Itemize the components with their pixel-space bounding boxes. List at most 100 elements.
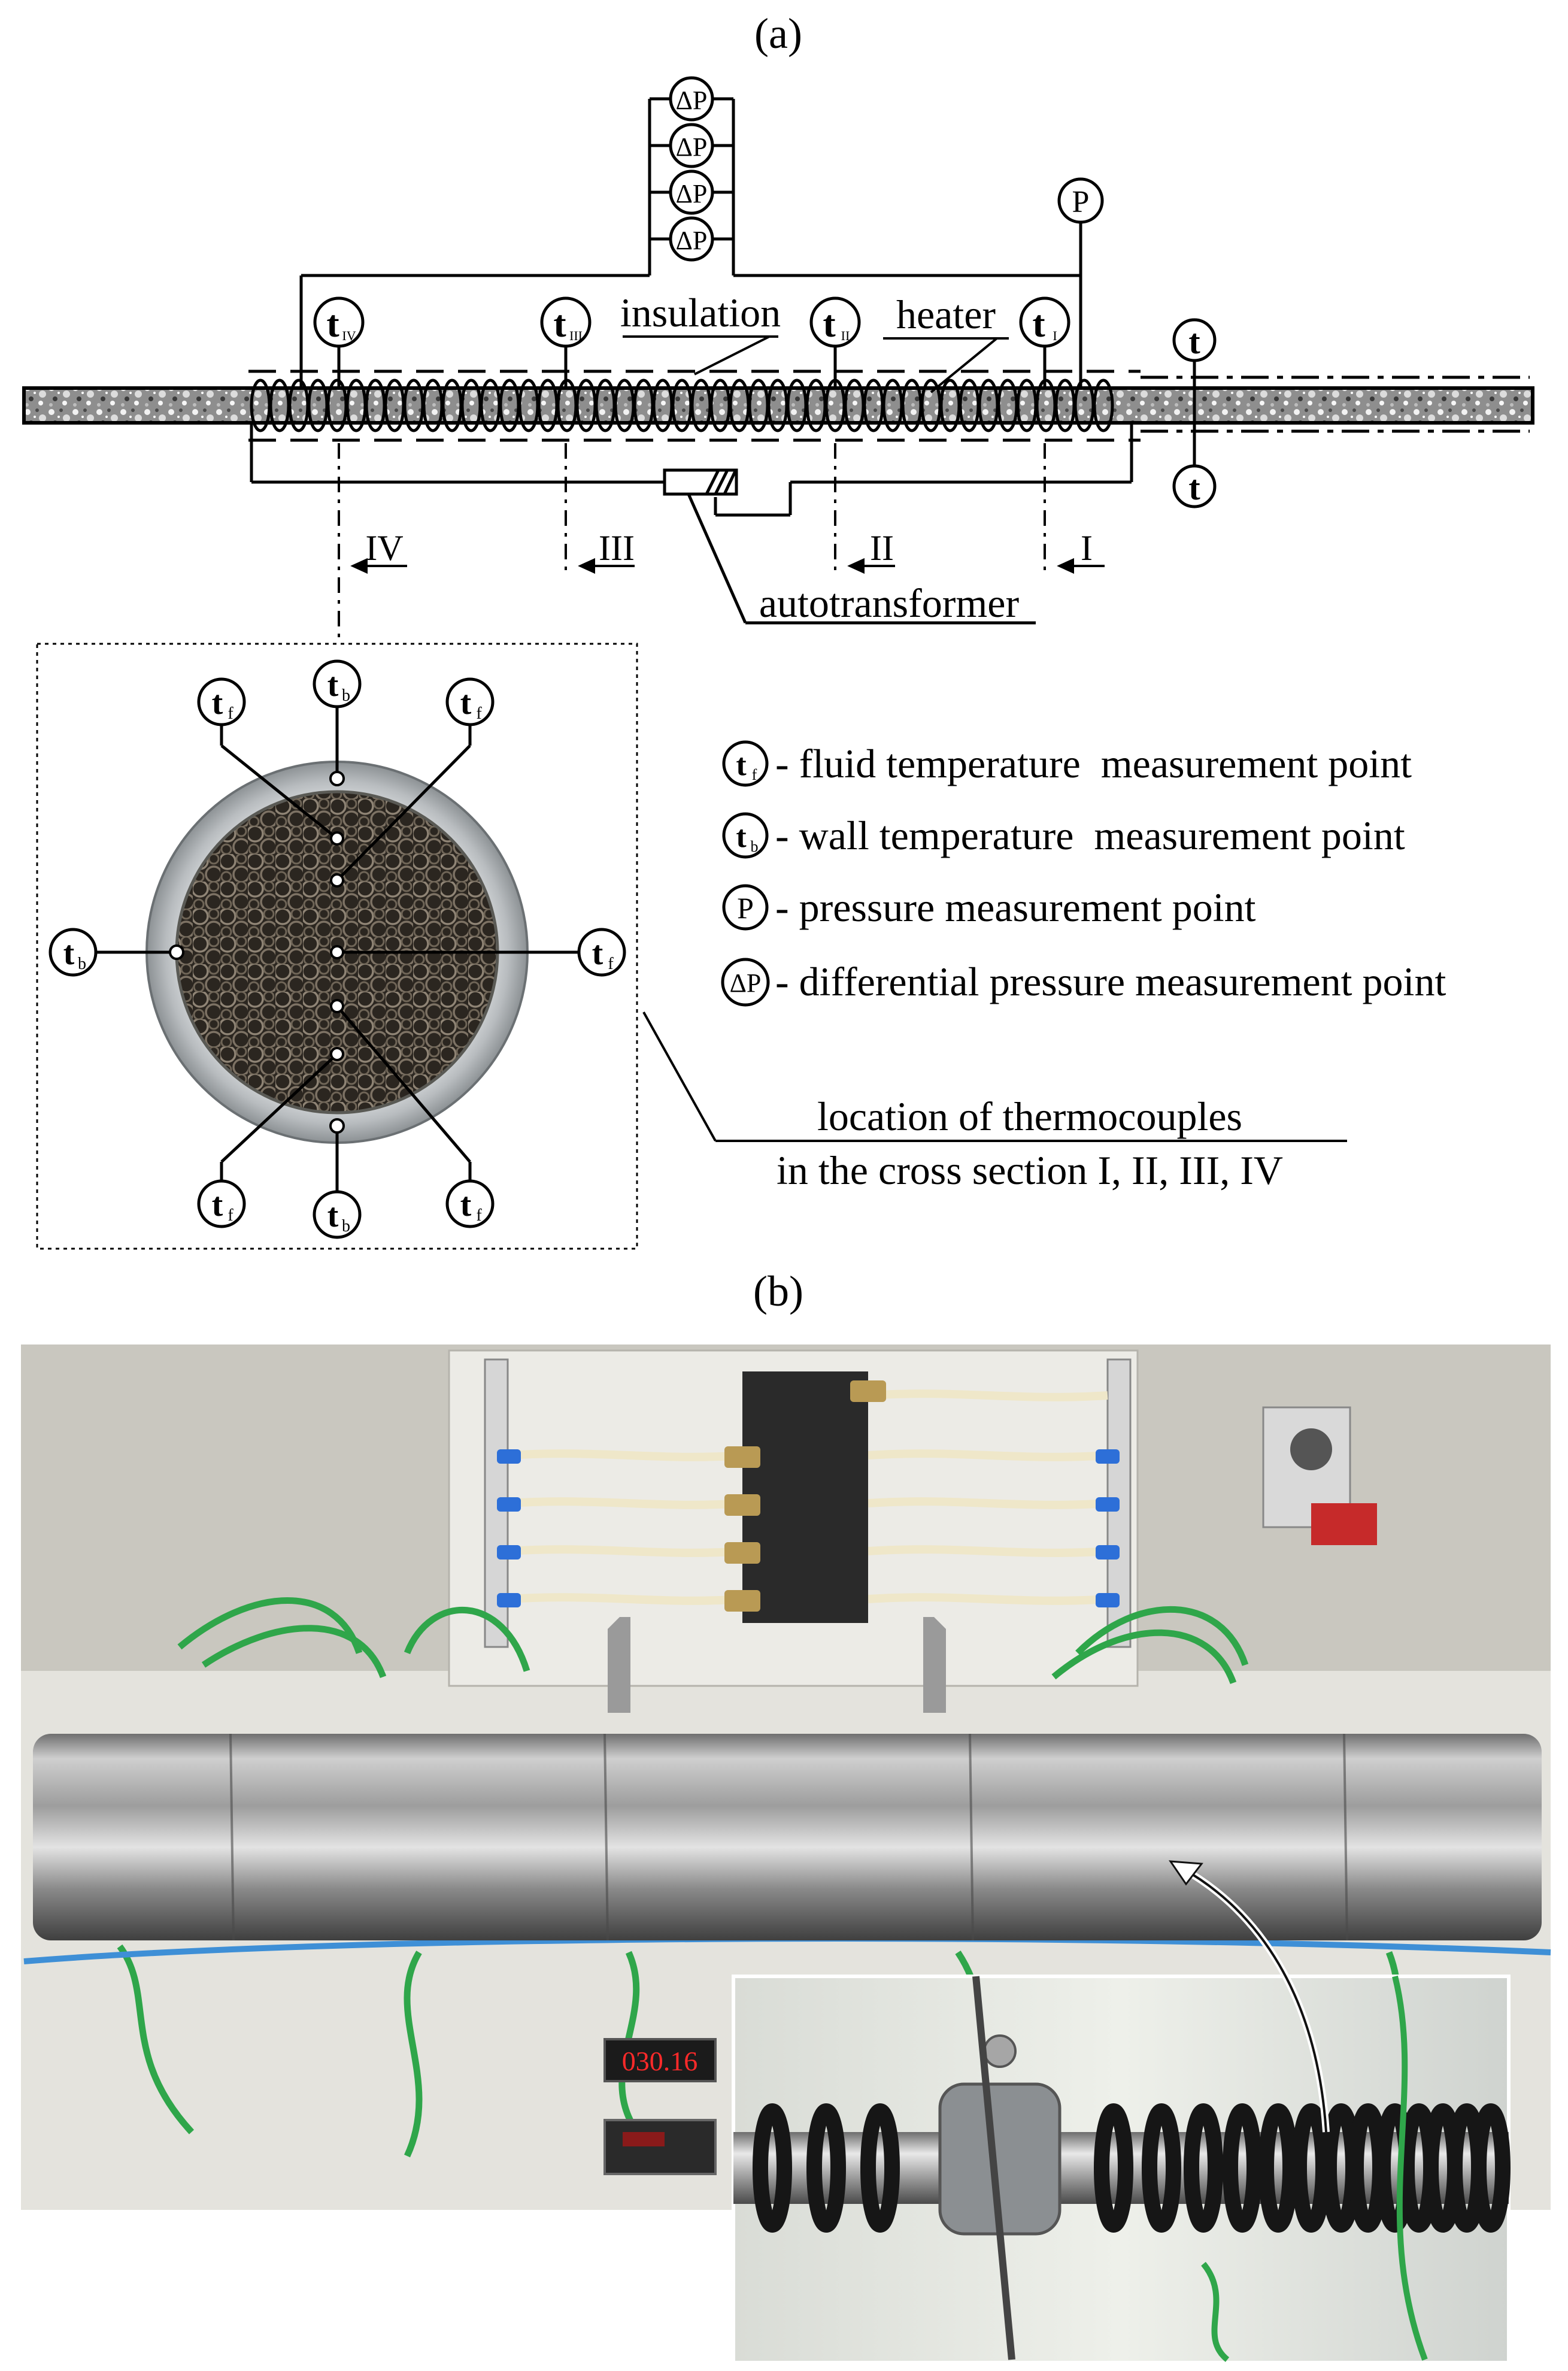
wall-marker-left: t b: [48, 928, 98, 977]
legend-wall-symbol-sub: b: [751, 838, 759, 855]
insulation-boundary: [248, 370, 1530, 442]
station-i-thermocouple: t I: [1019, 296, 1070, 389]
legend-fluid-symbol-main: t: [736, 748, 747, 782]
fluid-marker-top-left-main: t: [212, 685, 223, 722]
pressure-point-marker: P: [1057, 177, 1104, 224]
cross-section-leaders: [95, 707, 580, 1192]
wall-marker-left-main: t: [63, 935, 75, 972]
station-i-thermocouple-sub: I: [1053, 328, 1057, 343]
fluid-marker-bottom-right-main: t: [460, 1186, 472, 1224]
heater-circuit: [250, 423, 1133, 625]
fluid-marker-top-left-sub: f: [228, 704, 233, 723]
station-iv-thermocouple-sub: IV: [342, 328, 356, 343]
outlet-thermocouples: t t: [1172, 318, 1217, 508]
fluid-marker-top-right-main: t: [460, 685, 472, 722]
outlet-thermocouple-top-text: t: [1188, 322, 1200, 361]
outlet-thermocouple-bottom: t: [1172, 464, 1217, 508]
fluid-marker-bottom-right-sub: f: [476, 1206, 482, 1225]
fluid-marker-top-right: t f: [445, 677, 495, 726]
panel-a-label: (a): [754, 10, 802, 57]
legend-wall-symbol-main: t: [736, 820, 747, 854]
heater-closeup-inset: [732, 1975, 1511, 2364]
dp-marker-3: ΔP: [669, 169, 714, 215]
section-cut-lines: [338, 443, 1105, 644]
dp-marker-4-text: ΔP: [676, 226, 708, 255]
station-iv-thermocouple-main: t: [326, 302, 339, 345]
pressure-point-text: P: [1072, 185, 1090, 219]
autotransformer-label: autotransformer: [759, 580, 1020, 626]
digital-display: [603, 2038, 717, 2082]
fluid-marker-bottom-right: t f: [445, 1179, 495, 1228]
wall-marker-bottom-main: t: [327, 1197, 339, 1234]
legend-pressure-text: - pressure measurement point: [775, 885, 1256, 930]
section-label-ii: II: [870, 528, 894, 568]
digital-display-readout: 030.16: [622, 2046, 698, 2076]
station-ii-thermocouple: t II: [809, 296, 861, 389]
test-pipe: [22, 386, 1534, 425]
insulation-label-group: [623, 335, 1009, 393]
station-i-thermocouple-main: t: [1032, 302, 1045, 345]
outlet-thermocouple-top: t: [1172, 318, 1217, 362]
wall-marker-top-sub: b: [342, 686, 350, 705]
closeup-coil-ring: [1471, 2103, 1511, 2233]
legend: t f - fluid temperature measurement poin…: [721, 740, 1446, 1007]
differential-pressure-markers: ΔP ΔP ΔP ΔP: [669, 76, 714, 262]
dp-marker-1: ΔP: [669, 76, 714, 122]
heater-label: heater: [896, 292, 996, 337]
cross-section-markers: t b t f t f t b t f t f t: [48, 659, 626, 1239]
fluid-marker-top-left: t f: [197, 677, 246, 726]
legend-differential-symbol: ΔP: [730, 968, 762, 998]
insulation-label: insulation: [620, 290, 781, 335]
legend-differential-text: - differential pressure measurement poin…: [775, 959, 1446, 1004]
station-ii-thermocouple-main: t: [823, 302, 836, 345]
wall-marker-top-main: t: [327, 667, 339, 704]
dp-marker-2-text: ΔP: [676, 132, 708, 162]
closeup-coil-ring: [1094, 2103, 1133, 2233]
dp-marker-2: ΔP: [669, 123, 714, 168]
station-iii-thermocouple-main: t: [553, 302, 566, 345]
closeup-coil-ring: [1258, 2103, 1298, 2233]
fluid-marker-top-right-sub: f: [476, 704, 482, 723]
wall-marker-left-sub: b: [78, 955, 86, 973]
wall-marker-bottom: t b: [313, 1190, 362, 1239]
closeup-coil-ring: [1142, 2103, 1181, 2233]
fluid-marker-right-main: t: [592, 935, 603, 972]
legend-wall-text: - wall temperature measurement point: [775, 813, 1405, 858]
panel-b-label: (b): [753, 1267, 803, 1315]
closeup-coil-ring: [1223, 2103, 1262, 2233]
legend-fluid-symbol-sub: f: [752, 766, 757, 783]
location-caption-leader: [642, 1012, 1347, 1142]
closeup-coil-ring: [753, 2103, 792, 2233]
outlet-thermocouple-bottom-text: t: [1188, 468, 1200, 507]
fluid-marker-bottom-left-sub: f: [228, 1206, 233, 1225]
closeup-coil-ring: [1184, 2103, 1223, 2233]
station-thermocouples: t IV t III t II t I: [313, 296, 1070, 389]
cross-section-inset: [36, 643, 638, 1250]
station-iii-thermocouple-sub: III: [569, 328, 583, 343]
closeup-coil-ring: [860, 2103, 900, 2233]
section-label-iv: IV: [365, 528, 403, 568]
station-iv-thermocouple: t IV: [313, 296, 365, 389]
heater-coil: [250, 378, 1114, 432]
location-caption-line2: in the cross section I, II, III, IV: [777, 1147, 1283, 1193]
location-caption-line1: location of thermocouples: [817, 1094, 1242, 1139]
insulated-test-section: [33, 1734, 1542, 1940]
dp-marker-1-text: ΔP: [676, 86, 708, 115]
fluid-marker-bottom-left: t f: [197, 1179, 246, 1228]
legend-item-wall: t b - wall temperature measurement point: [722, 812, 1405, 859]
dp-marker-4: ΔP: [669, 216, 714, 262]
station-ii-thermocouple-sub: II: [841, 328, 850, 343]
fluid-marker-bottom-left-main: t: [212, 1186, 223, 1224]
wall-marker-top: t b: [313, 659, 362, 708]
closeup-coil-ring: [806, 2103, 846, 2233]
legend-item-fluid: t f - fluid temperature measurement poin…: [722, 740, 1412, 787]
legend-pressure-symbol: P: [737, 891, 754, 925]
heater-coil-loop: [1093, 378, 1114, 432]
legend-item-differential: ΔP - differential pressure measurement p…: [721, 958, 1446, 1007]
fluid-marker-right: t f: [577, 928, 626, 977]
station-iii-thermocouple: t III: [540, 296, 592, 389]
section-label-i: I: [1081, 528, 1093, 568]
legend-fluid-text: - fluid temperature measurement point: [775, 741, 1412, 786]
